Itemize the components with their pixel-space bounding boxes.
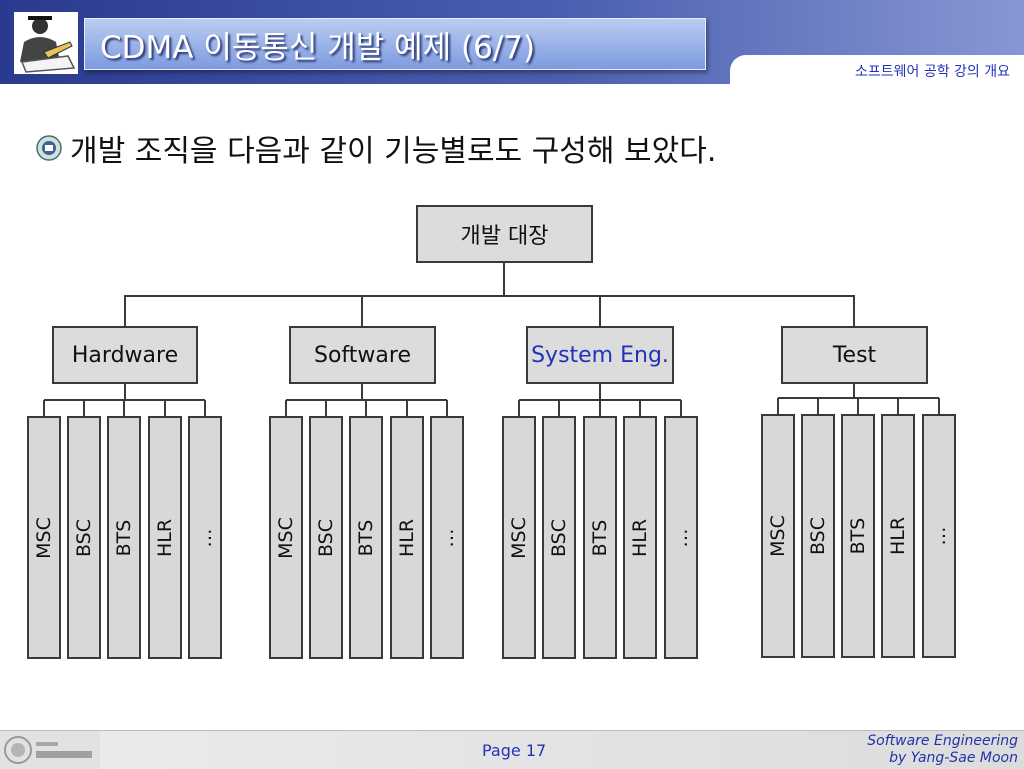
child-label: BSC — [315, 518, 337, 558]
child-box: … — [664, 416, 698, 659]
child-label: BSC — [807, 516, 829, 556]
slide-title: CDMA 이동통신 개발 예제 (6/7) — [100, 30, 536, 66]
child-label: MSC — [508, 517, 530, 559]
child-box: MSC — [269, 416, 303, 659]
group-label: Hardware — [71, 342, 179, 368]
child-label: HLR — [154, 518, 176, 558]
child-label: … — [194, 528, 216, 548]
org-root-box: 개발 대장 — [416, 205, 593, 263]
title-bar — [84, 18, 706, 70]
course-tab-label: 소프트웨어 공학 강의 개요 — [854, 64, 1010, 80]
university-logo-icon — [0, 731, 100, 769]
child-box: … — [922, 414, 956, 658]
child-box: HLR — [390, 416, 424, 659]
child-box: BSC — [67, 416, 101, 659]
child-label: MSC — [33, 517, 55, 559]
child-box: BTS — [349, 416, 383, 659]
group-box-software: Software — [289, 326, 436, 384]
footer-credit: Software Engineering by Yang-Sae Moon — [867, 733, 1018, 767]
child-label: HLR — [887, 516, 909, 556]
child-label: BTS — [355, 519, 377, 557]
child-label: BTS — [847, 517, 869, 555]
child-label: BTS — [589, 519, 611, 557]
child-box: HLR — [623, 416, 657, 659]
group-box-test: Test — [781, 326, 928, 384]
org-root-label: 개발 대장 — [460, 224, 549, 249]
group-box-hardware: Hardware — [52, 326, 198, 384]
group-label: Software — [314, 342, 411, 368]
child-box: BTS — [583, 416, 617, 659]
child-box: MSC — [761, 414, 795, 658]
bullet-text: 개발 조직을 다음과 같이 기능별로도 구성해 보았다. — [70, 134, 717, 169]
child-box: MSC — [502, 416, 536, 659]
group-label: System Eng. — [531, 342, 669, 368]
child-label: BTS — [113, 519, 135, 557]
credit-line-1: Software Engineering — [867, 733, 1018, 749]
child-box: HLR — [881, 414, 915, 658]
credit-line-2: by Yang-Sae Moon — [889, 750, 1018, 766]
child-label: HLR — [396, 518, 418, 558]
child-box: … — [188, 416, 222, 659]
child-label: … — [670, 528, 692, 548]
page-number: Page 17 — [482, 741, 547, 760]
emblem-bullet-icon — [36, 135, 62, 161]
child-label: BSC — [548, 518, 570, 558]
child-box: BSC — [309, 416, 343, 659]
child-label: MSC — [767, 515, 789, 557]
child-box: BSC — [542, 416, 576, 659]
slide-footer: Page 17 Software Engineering by Yang-Sae… — [0, 730, 1024, 769]
child-box: … — [430, 416, 464, 659]
group-label: Test — [832, 342, 877, 368]
child-label: HLR — [629, 518, 651, 558]
child-box: MSC — [27, 416, 61, 659]
child-box: BTS — [841, 414, 875, 658]
child-box: BTS — [107, 416, 141, 659]
child-label: BSC — [73, 518, 95, 558]
child-label: MSC — [275, 517, 297, 559]
child-box: BSC — [801, 414, 835, 658]
course-tab: 소프트웨어 공학 강의 개요 — [730, 55, 1024, 85]
child-box: HLR — [148, 416, 182, 659]
child-label: … — [436, 528, 458, 548]
child-label: … — [928, 526, 950, 546]
group-box-system-eng: System Eng. — [526, 326, 674, 384]
professor-logo-icon — [14, 12, 78, 74]
